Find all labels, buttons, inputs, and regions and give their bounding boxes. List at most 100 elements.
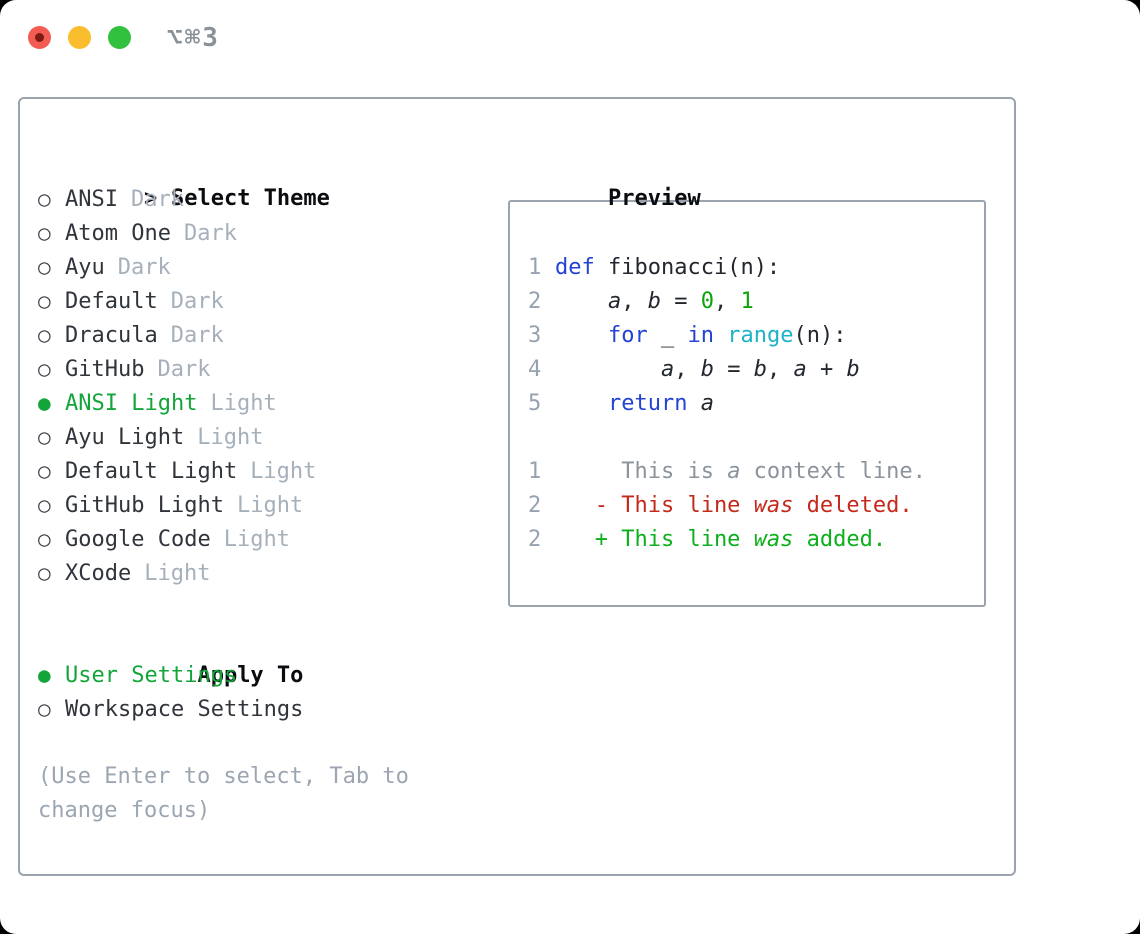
code-segment: fibonacci(n): xyxy=(594,255,781,280)
theme-variant-label: Light xyxy=(250,459,317,484)
radio-off-icon: ○ xyxy=(38,289,51,313)
radio-off-icon: ○ xyxy=(38,527,51,551)
close-button[interactable] xyxy=(28,26,51,49)
code-segment: a xyxy=(660,357,675,382)
code-segment: a xyxy=(607,289,622,314)
line-number: 3 xyxy=(528,323,542,348)
theme-variant-label: Light xyxy=(144,561,211,586)
apply-option-workspace-settings[interactable]: ○ Workspace Settings xyxy=(38,692,498,726)
preview-line: 2 - This line was deleted. xyxy=(528,489,984,523)
code-segment: def xyxy=(555,255,595,280)
zoom-button[interactable] xyxy=(108,26,131,49)
radio-off-icon: ○ xyxy=(38,697,51,721)
preview-line: 5 return a xyxy=(528,387,984,421)
radio-off-icon: ○ xyxy=(38,357,51,381)
code-segment: a xyxy=(793,357,807,382)
preview-line: 1 def fibonacci(n): xyxy=(528,251,984,285)
apply-list: ● User Settings ○ Workspace Settings xyxy=(38,658,498,726)
preview-title: Preview xyxy=(607,186,701,211)
code-segment xyxy=(714,323,727,348)
window-controls xyxy=(28,26,131,49)
code-segment: This is xyxy=(555,459,728,484)
radio-off-icon: ○ xyxy=(38,187,51,211)
theme-name: GitHub xyxy=(65,357,145,382)
apply-option-label: User Settings xyxy=(65,663,238,688)
code-segment: _ xyxy=(647,323,688,348)
theme-name: Atom One xyxy=(65,221,171,246)
select-theme-header-row: >Select Theme xyxy=(38,148,498,211)
theme-name: XCode xyxy=(65,561,132,586)
minimize-button[interactable] xyxy=(68,26,91,49)
code-segment: b xyxy=(647,289,661,314)
line-number: 2 xyxy=(528,527,542,552)
radio-off-icon: ○ xyxy=(38,493,51,517)
preview-line xyxy=(528,421,984,455)
code-segment xyxy=(555,391,608,416)
code-segment: , xyxy=(674,357,701,382)
code-segment: added. xyxy=(793,527,887,552)
theme-name: Default xyxy=(65,289,158,314)
apply-option-user-settings[interactable]: ● User Settings xyxy=(38,658,498,692)
code-segment: (n): xyxy=(793,323,847,348)
code-segment: 1 xyxy=(740,289,754,314)
theme-name: ANSI Light xyxy=(65,391,198,416)
apply-option-label: Workspace Settings xyxy=(65,697,304,722)
line-number: 1 xyxy=(528,459,542,484)
code-segment xyxy=(687,391,700,416)
theme-variant-label: Light xyxy=(223,527,290,552)
code-segment: b xyxy=(753,357,767,382)
radio-on-icon: ● xyxy=(38,663,51,687)
theme-variant-label: Dark xyxy=(170,289,224,314)
close-dot-icon xyxy=(35,33,44,42)
theme-name: Ayu xyxy=(65,255,105,280)
code-segment: deleted. xyxy=(793,493,913,518)
code-segment xyxy=(555,289,608,314)
theme-name: Ayu Light xyxy=(65,425,185,450)
preview-line: 2 + This line was added. xyxy=(528,523,984,557)
radio-off-icon: ○ xyxy=(38,459,51,483)
apply-to-title: Apply To xyxy=(197,663,304,688)
code-segment: - This line xyxy=(555,493,754,518)
radio-off-icon: ○ xyxy=(38,425,51,449)
theme-option-ayu-light[interactable]: ○ Ayu Light Light xyxy=(38,420,498,454)
code-segment: for xyxy=(607,323,648,348)
preview-header-row: Preview xyxy=(502,148,986,211)
apply-to-section: Apply To ● User Settings ○ Workspace Settin… xyxy=(38,624,498,726)
theme-option-default-light[interactable]: ○ Default Light Light xyxy=(38,454,498,488)
theme-name: Default Light xyxy=(65,459,238,484)
code-segment xyxy=(555,323,608,348)
theme-option-google-code[interactable]: ○ Google Code Light xyxy=(38,522,498,556)
code-segment: a xyxy=(727,459,741,484)
line-number: 5 xyxy=(528,391,542,416)
code-segment: b xyxy=(700,357,714,382)
theme-option-default[interactable]: ○ Default Dark xyxy=(38,284,498,318)
code-segment: range xyxy=(727,323,794,348)
code-segment: in xyxy=(687,323,714,348)
radio-on-icon: ● xyxy=(38,391,51,415)
theme-name: GitHub Light xyxy=(65,493,224,518)
code-segment: was xyxy=(753,527,794,552)
theme-variant-label: Light xyxy=(197,425,264,450)
help-text: (Use Enter to select, Tab to change focu… xyxy=(38,764,409,823)
theme-name: ANSI xyxy=(65,187,118,212)
theme-variant-label: Dark xyxy=(117,255,171,280)
theme-name: Dracula xyxy=(65,323,158,348)
line-number: 1 xyxy=(528,255,542,280)
code-segment: + This line xyxy=(555,527,754,552)
line-number: 4 xyxy=(528,357,542,382)
code-segment: = xyxy=(660,289,701,314)
code-segment: return xyxy=(607,391,688,416)
theme-name: Google Code xyxy=(65,527,211,552)
